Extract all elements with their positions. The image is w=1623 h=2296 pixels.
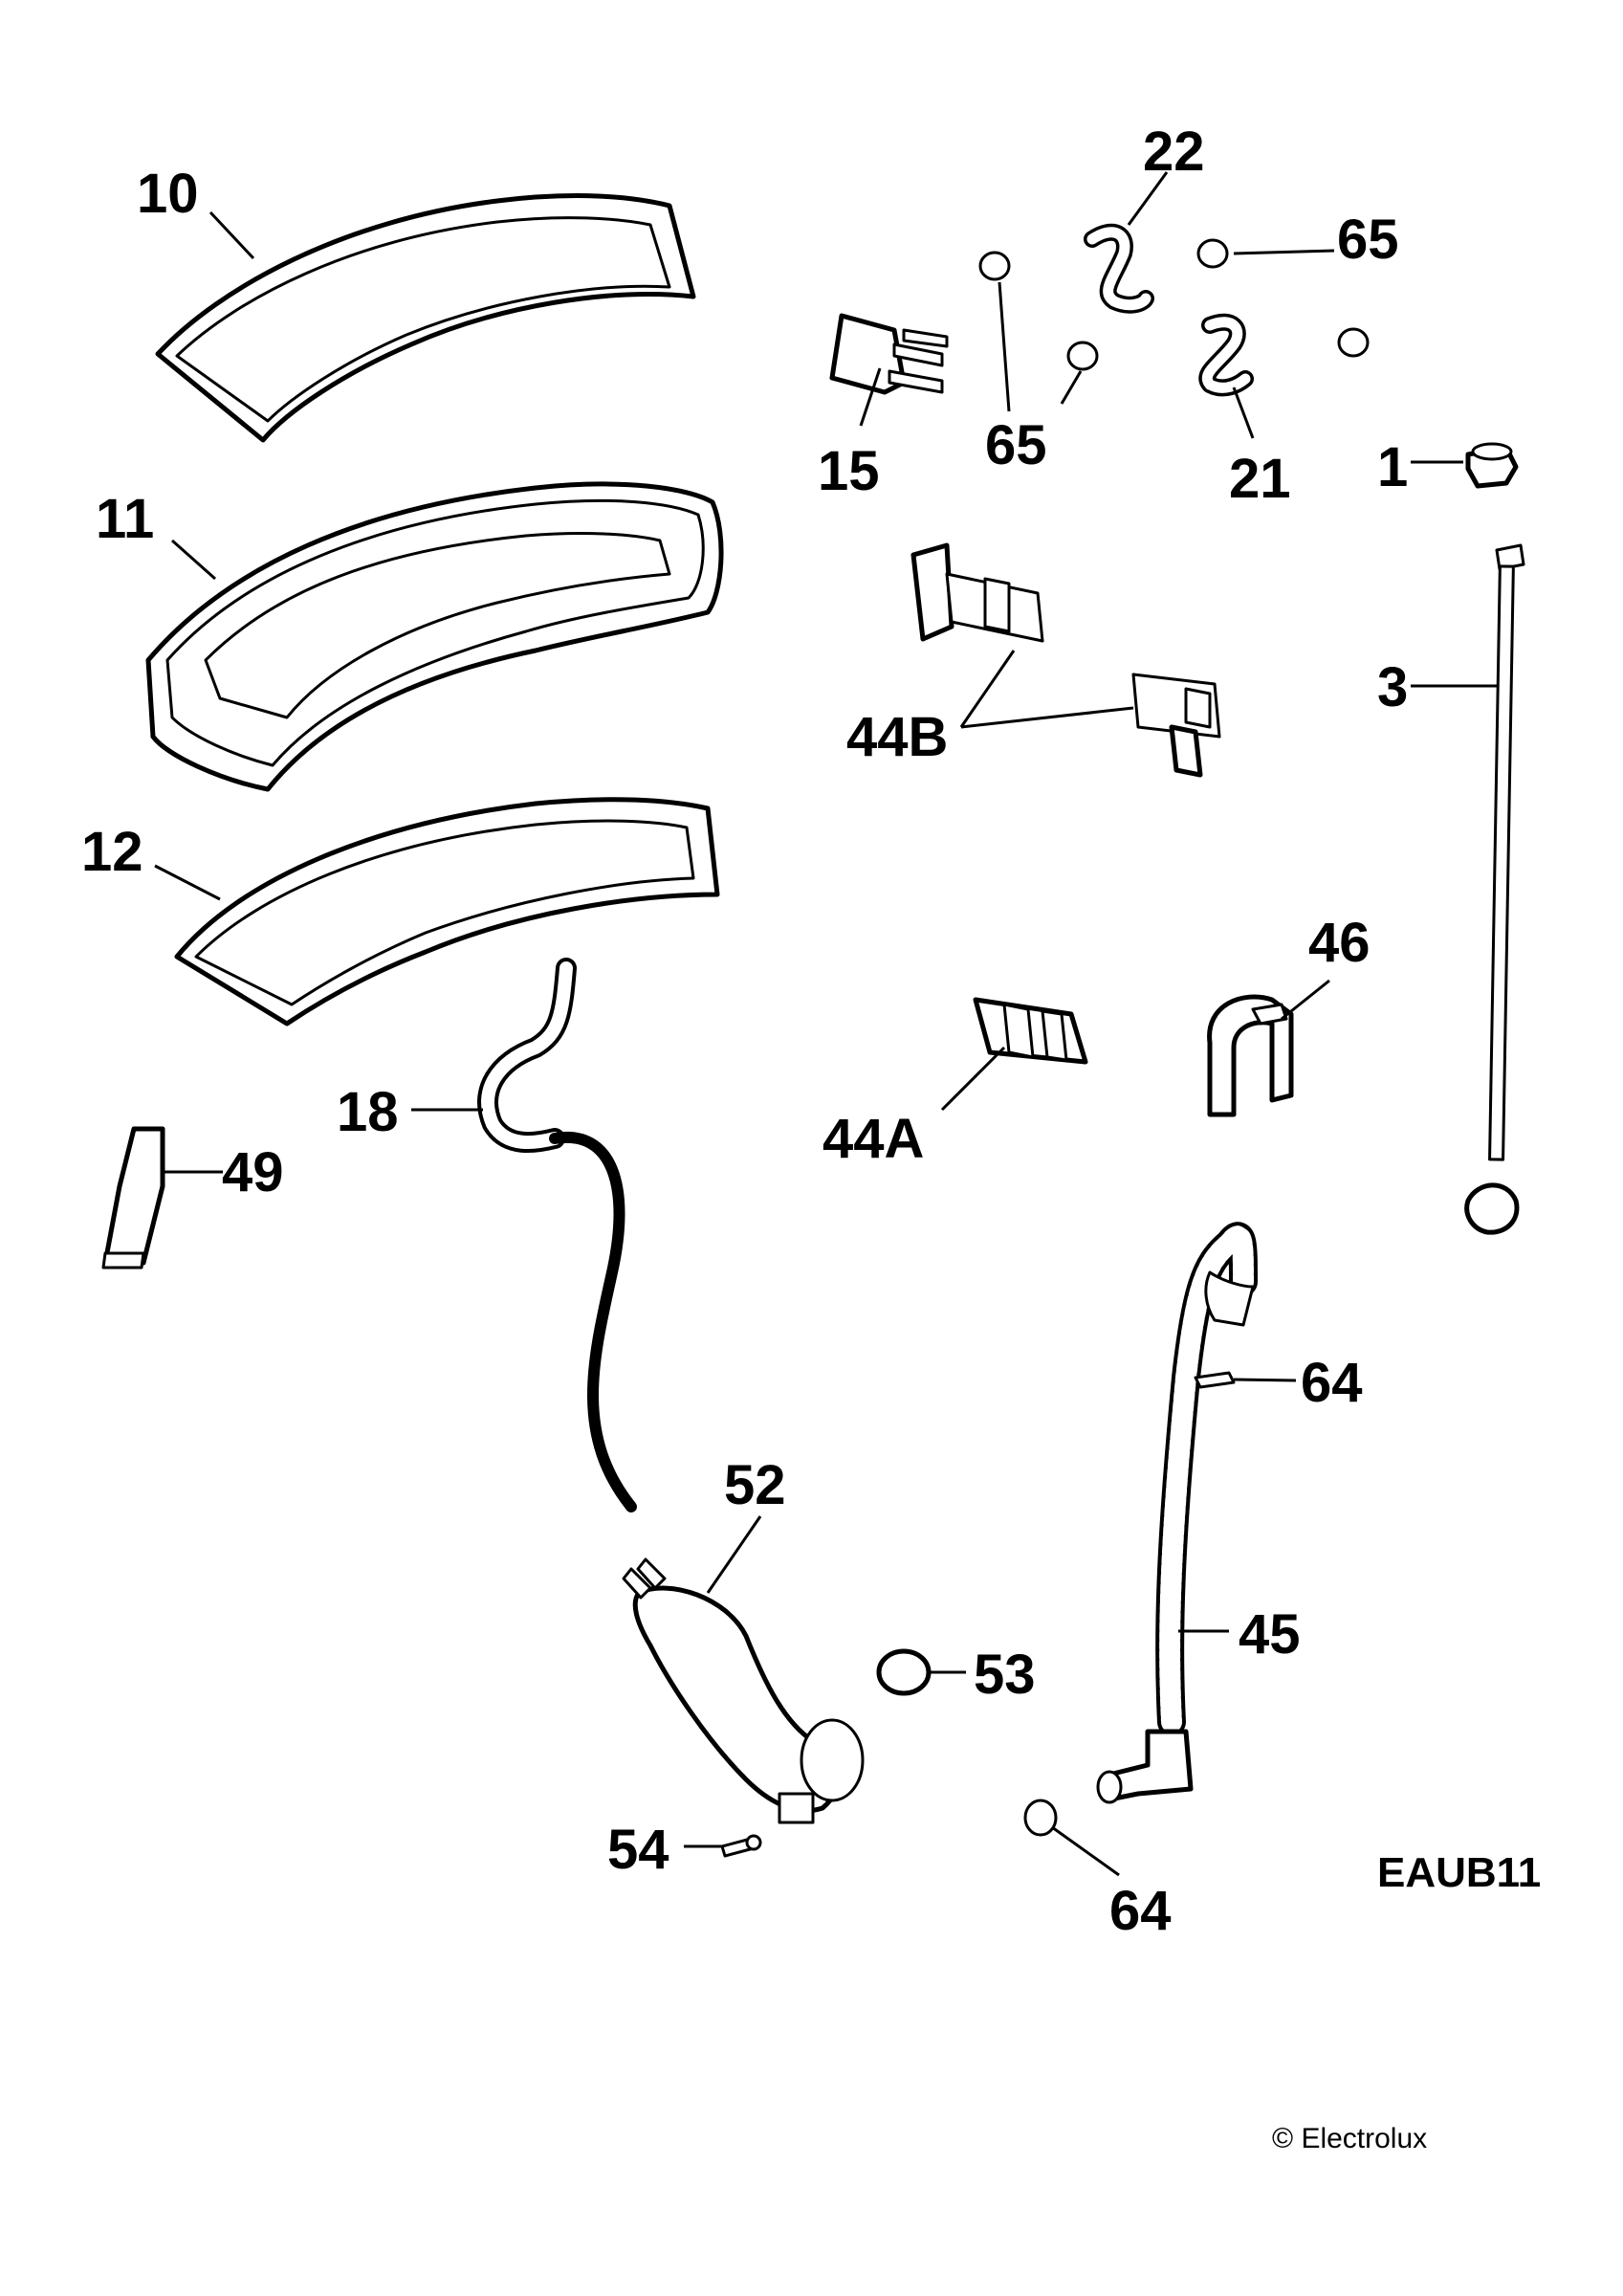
part-53-o-ring xyxy=(876,1648,932,1696)
part-54-screw xyxy=(720,1834,762,1858)
part-12-seal-ring xyxy=(174,797,720,1027)
part-3-rod xyxy=(1464,543,1525,1235)
part-45-drain-hose xyxy=(1096,1222,1258,1804)
part-44b-clip-b xyxy=(1131,673,1221,778)
callout-49: 49 xyxy=(222,1141,284,1203)
part-52-pump-housing xyxy=(622,1557,865,1824)
callout-45: 45 xyxy=(1239,1603,1301,1666)
part-65-seal-a xyxy=(978,251,1011,281)
part-65-seal-b xyxy=(1066,341,1099,371)
part-64-clamp-b xyxy=(1023,1799,1058,1837)
callout-54: 54 xyxy=(607,1819,669,1881)
part-10-seal-ring xyxy=(155,193,696,443)
callout-15: 15 xyxy=(818,440,880,502)
drawing-code: EAUB11 xyxy=(1377,1849,1541,1896)
callout-12: 12 xyxy=(81,821,143,883)
callout-46: 46 xyxy=(1308,912,1371,974)
callout-53: 53 xyxy=(974,1644,1036,1706)
callout-64-a: 64 xyxy=(1301,1352,1363,1414)
part-11-door-gasket xyxy=(145,481,724,792)
copyright-notice: © Electrolux xyxy=(1272,2123,1427,2154)
callout-1: 1 xyxy=(1377,436,1408,498)
part-44a-clip xyxy=(973,997,1088,1065)
part-64-clamp-a xyxy=(1194,1371,1236,1389)
part-44b-clip-a xyxy=(910,542,1044,643)
callout-18: 18 xyxy=(337,1081,399,1143)
leader-lines xyxy=(154,171,1497,1877)
part-15-valve-bracket xyxy=(829,313,949,395)
part-65-seal-d xyxy=(1337,327,1370,358)
part-46-hose-guide xyxy=(1207,994,1294,1117)
callout-44b: 44B xyxy=(846,706,948,768)
callout-65-b: 65 xyxy=(985,414,1047,476)
part-65-seal-c xyxy=(1196,238,1229,269)
callout-52: 52 xyxy=(724,1454,786,1516)
part-1-cap xyxy=(1465,442,1519,489)
part-49-filter-tool xyxy=(101,1126,165,1269)
callout-44a: 44A xyxy=(822,1108,924,1170)
callout-21: 21 xyxy=(1229,448,1291,510)
callout-labels: 10 11 12 15 18 22 65 65 21 1 3 44B 46 44… xyxy=(81,121,1408,1942)
callout-3: 3 xyxy=(1377,656,1408,718)
part-18-drain-hose xyxy=(477,958,637,1512)
callout-64-b: 64 xyxy=(1109,1880,1172,1942)
callout-10: 10 xyxy=(137,163,199,225)
callout-65-a: 65 xyxy=(1337,209,1399,271)
callout-11: 11 xyxy=(96,488,154,550)
callout-22: 22 xyxy=(1143,121,1205,183)
